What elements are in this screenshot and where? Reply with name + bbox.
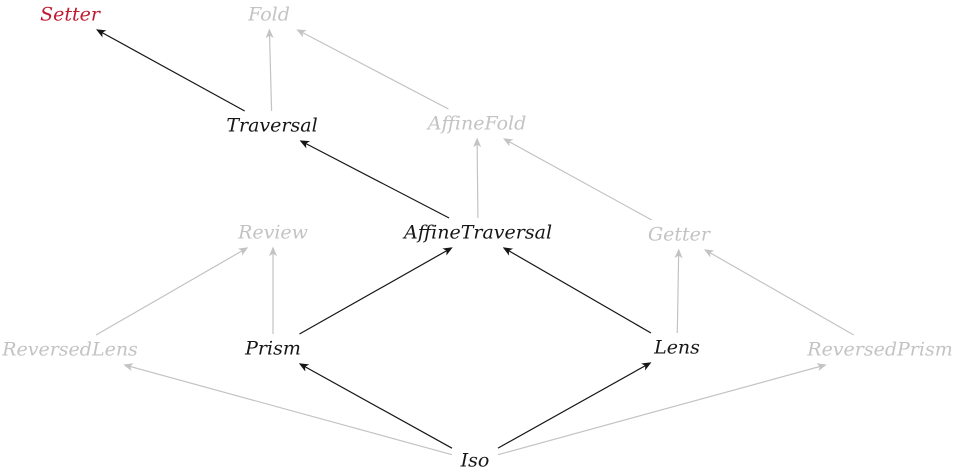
node-setter: Setter (40, 3, 100, 26)
edge-affinetraversal-traversal (299, 140, 450, 219)
edge-iso-reversedlens (123, 363, 453, 456)
edge-reversedprism-getter (703, 249, 855, 336)
node-getter: Getter (647, 223, 711, 246)
node-reversedprism: ReversedPrism (807, 338, 953, 361)
edge-traversal-setter (96, 29, 245, 112)
node-fold: Fold (248, 3, 290, 26)
node-traversal: Traversal (226, 114, 318, 137)
node-iso: Iso (460, 449, 490, 472)
node-reversedlens: ReversedLens (2, 338, 138, 361)
edge-iso-lens (497, 362, 652, 449)
edge-iso-prism (298, 363, 453, 449)
edge-lens-affinetraversal (502, 247, 652, 334)
node-prism: Prism (245, 337, 301, 360)
edge-prism-affinetraversal (299, 247, 453, 335)
edge-reversedlens-review (95, 247, 249, 336)
node-affinefold: AffineFold (427, 112, 527, 135)
node-review: Review (238, 221, 308, 244)
node-affinetraversal: AffineTraversal (403, 221, 553, 244)
edge-affinefold-fold (296, 29, 449, 110)
node-lens: Lens (654, 336, 700, 359)
edge-traversal-fold (265, 28, 274, 112)
edge-getter-affinefold (503, 138, 652, 221)
edge-iso-reversedprism (497, 363, 827, 456)
edge-lens-getter (674, 248, 683, 334)
edge-affinetraversal-affinefold (473, 137, 482, 219)
